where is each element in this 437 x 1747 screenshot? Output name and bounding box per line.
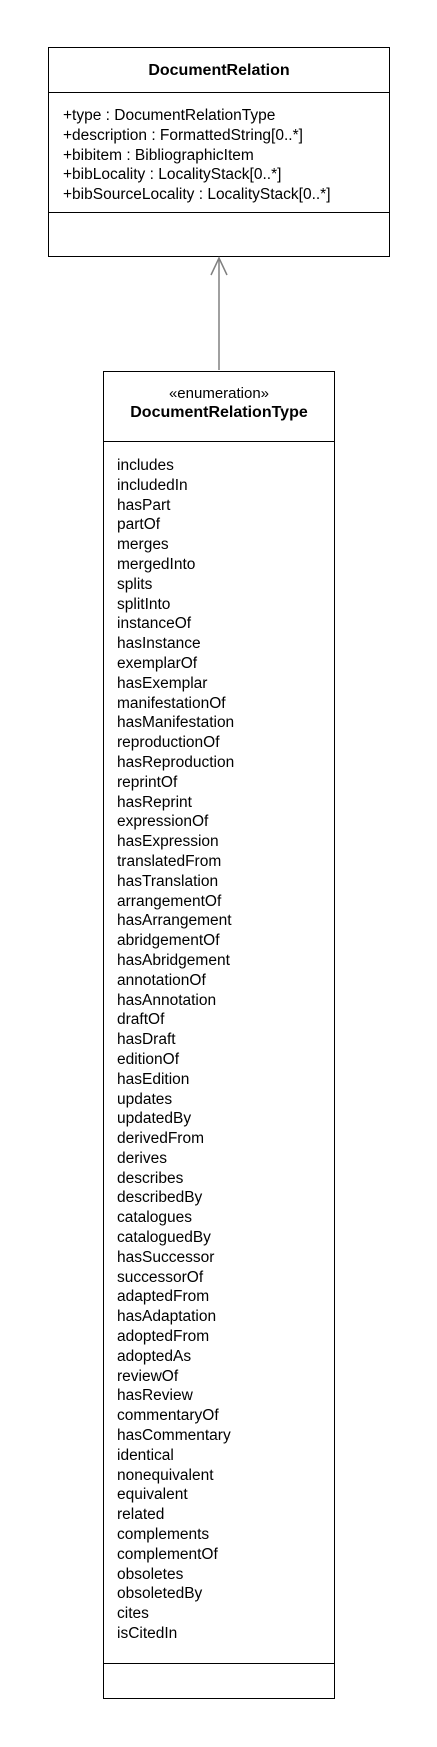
attribute-bibitem: +bibitem : BibliographicItem	[63, 146, 254, 164]
attribute-type: +type : DocumentRelationType	[63, 107, 276, 124]
enum-literal: hasSuccessor	[117, 1248, 215, 1266]
enum-literal: hasTranslation	[117, 872, 219, 890]
enum-literal: successorOf	[117, 1268, 204, 1286]
enum-literal: hasReview	[117, 1387, 193, 1405]
enum-literal: reproductionOf	[117, 734, 220, 752]
enum-literal: complements	[117, 1526, 210, 1544]
document-relation-header: DocumentRelation	[49, 48, 389, 92]
enum-literal: hasAdaptation	[117, 1308, 217, 1326]
enum-header: «enumeration» DocumentRelationType	[104, 372, 334, 441]
enum-literal: instanceOf	[117, 615, 192, 633]
enum-literal: abridgementOf	[117, 932, 220, 950]
enum-literal: describedBy	[117, 1189, 203, 1207]
enum-literal: hasReproduction	[117, 753, 235, 771]
enum-literal: complementOf	[117, 1545, 218, 1563]
enum-literal: identical	[117, 1446, 174, 1464]
enum-literal: derivedFrom	[117, 1130, 204, 1148]
enum-literal: manifestationOf	[117, 694, 226, 712]
enum-literal: exemplarOf	[117, 654, 198, 672]
enum-literal: hasReprint	[117, 793, 192, 811]
enum-literal: cites	[117, 1605, 149, 1623]
enum-literal: reprintOf	[117, 773, 178, 791]
enum-literal: includedIn	[117, 476, 188, 494]
enum-literal: isCitedIn	[117, 1625, 178, 1643]
enum-literal: obsoletes	[117, 1565, 184, 1583]
enum-literal: hasManifestation	[117, 714, 235, 732]
document-relation-attributes: +type : DocumentRelationType +descriptio…	[49, 92, 389, 212]
enum-literal: translatedFrom	[117, 852, 222, 870]
enum-literal: hasExemplar	[117, 674, 208, 692]
navigability-arrowhead	[210, 256, 228, 276]
attribute-description: +description : FormattedString[0..*]	[63, 126, 303, 144]
enum-literal: hasAnnotation	[117, 991, 217, 1009]
enum-literal: splitInto	[117, 595, 171, 613]
enum-literal: catalogues	[117, 1209, 192, 1227]
enum-literal: hasExpression	[117, 833, 219, 851]
attribute-bib-locality: +bibLocality : LocalityStack[0..*]	[63, 166, 282, 184]
enum-literal: cataloguedBy	[117, 1229, 211, 1247]
enum-literal: adaptedFrom	[117, 1288, 210, 1306]
enum-literal: hasPart	[117, 496, 171, 514]
enum-literal: hasInstance	[117, 635, 201, 653]
enum-literal: obsoletedBy	[117, 1585, 203, 1603]
enum-literal: hasDraft	[117, 1031, 176, 1049]
enum-literal: editionOf	[117, 1050, 180, 1068]
enum-literal: nonequivalent	[117, 1466, 214, 1484]
enum-name: DocumentRelationType	[130, 404, 308, 421]
enum-stereotype: «enumeration»	[168, 385, 270, 402]
enum-literal: equivalent	[117, 1486, 188, 1504]
enum-literal: adoptedAs	[117, 1347, 192, 1365]
enum-literal: describes	[117, 1169, 184, 1187]
enum-literal: updatedBy	[117, 1110, 192, 1128]
enum-literal: reviewOf	[117, 1367, 179, 1385]
enum-literal: hasArrangement	[117, 912, 232, 930]
enum-literal: partOf	[117, 516, 161, 534]
enum-literal: draftOf	[117, 1011, 165, 1029]
enum-literal: commentaryOf	[117, 1407, 219, 1425]
enum-literal: merges	[117, 536, 169, 554]
enum-literal: hasAbridgement	[117, 951, 230, 969]
enum-literal: includes	[117, 457, 174, 474]
enum-literal: derives	[117, 1149, 167, 1167]
enum-operations	[104, 1663, 334, 1698]
enum-literal: hasCommentary	[117, 1427, 231, 1445]
attribute-bib-source-locality: +bibSourceLocality : LocalityStack[0..*]	[63, 186, 331, 204]
enum-literal: expressionOf	[117, 813, 209, 831]
document-relation-operations	[49, 212, 389, 256]
enum-literal: annotationOf	[117, 971, 206, 989]
document-relation-class: DocumentRelation +type : DocumentRelatio…	[48, 47, 390, 257]
enum-literal: arrangementOf	[117, 892, 222, 910]
enum-literal: related	[117, 1506, 165, 1524]
enum-literal: mergedInto	[117, 555, 196, 573]
enum-literal: splits	[117, 575, 153, 593]
enum-literal: hasEdition	[117, 1070, 190, 1088]
document-relation-name: DocumentRelation	[148, 62, 290, 79]
enum-literal: adoptedFrom	[117, 1328, 210, 1346]
enum-literal: updates	[117, 1090, 173, 1108]
document-relation-type-enum: «enumeration» DocumentRelationType inclu…	[103, 371, 335, 1699]
